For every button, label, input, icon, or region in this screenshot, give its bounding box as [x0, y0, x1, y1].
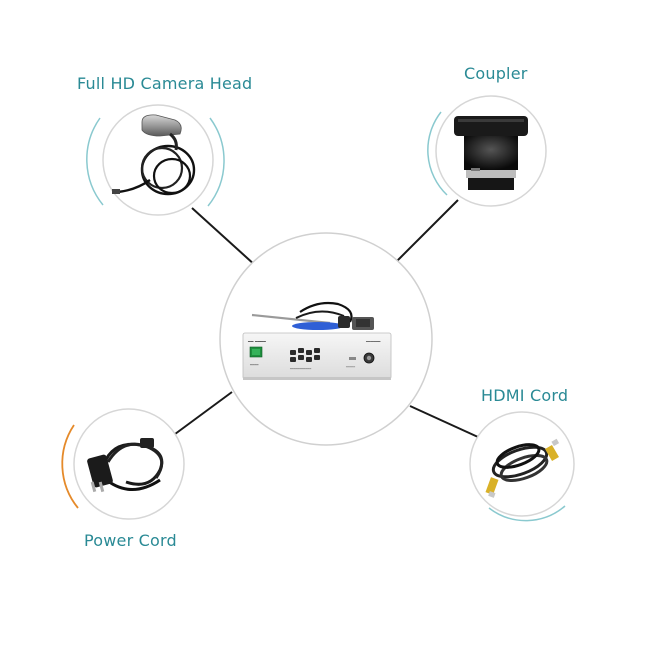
label-power-cord: Power Cord	[84, 531, 177, 550]
hdmi-cable-icon	[485, 438, 560, 498]
line-hdmi	[409, 405, 479, 438]
label-coupler: Coupler	[464, 64, 528, 83]
power-cord-node	[61, 408, 185, 520]
connector-lines	[170, 199, 479, 438]
svg-text:━━━━━━: ━━━━━━	[365, 339, 381, 344]
line-coupler	[391, 199, 459, 267]
svg-text:━━ ━━━━: ━━ ━━━━	[247, 340, 266, 345]
camera-head-node	[86, 104, 225, 216]
label-camera-head: Full HD Camera Head	[77, 74, 253, 93]
coupler-icon	[454, 116, 528, 190]
camera-control-unit-icon: ━━ ━━━━ ━━━━━━ ━━━━ ━━━━━━━━━━━	[242, 301, 392, 380]
hdmi-cord-node	[469, 411, 575, 522]
line-power	[170, 391, 233, 438]
power-cord-icon	[87, 438, 164, 493]
label-hdmi-cord: HDMI Cord	[481, 386, 569, 405]
line-camera-head	[191, 207, 257, 267]
svg-text:━━━━: ━━━━	[249, 363, 259, 367]
coupler-node	[427, 95, 547, 207]
camera-head-icon	[112, 114, 196, 196]
center-node: ━━ ━━━━ ━━━━━━ ━━━━ ━━━━━━━━━━━	[219, 232, 433, 446]
svg-text:━━━━━: ━━━━━	[345, 365, 355, 369]
svg-text:━━━━━━━━━━━: ━━━━━━━━━━━	[289, 367, 311, 371]
